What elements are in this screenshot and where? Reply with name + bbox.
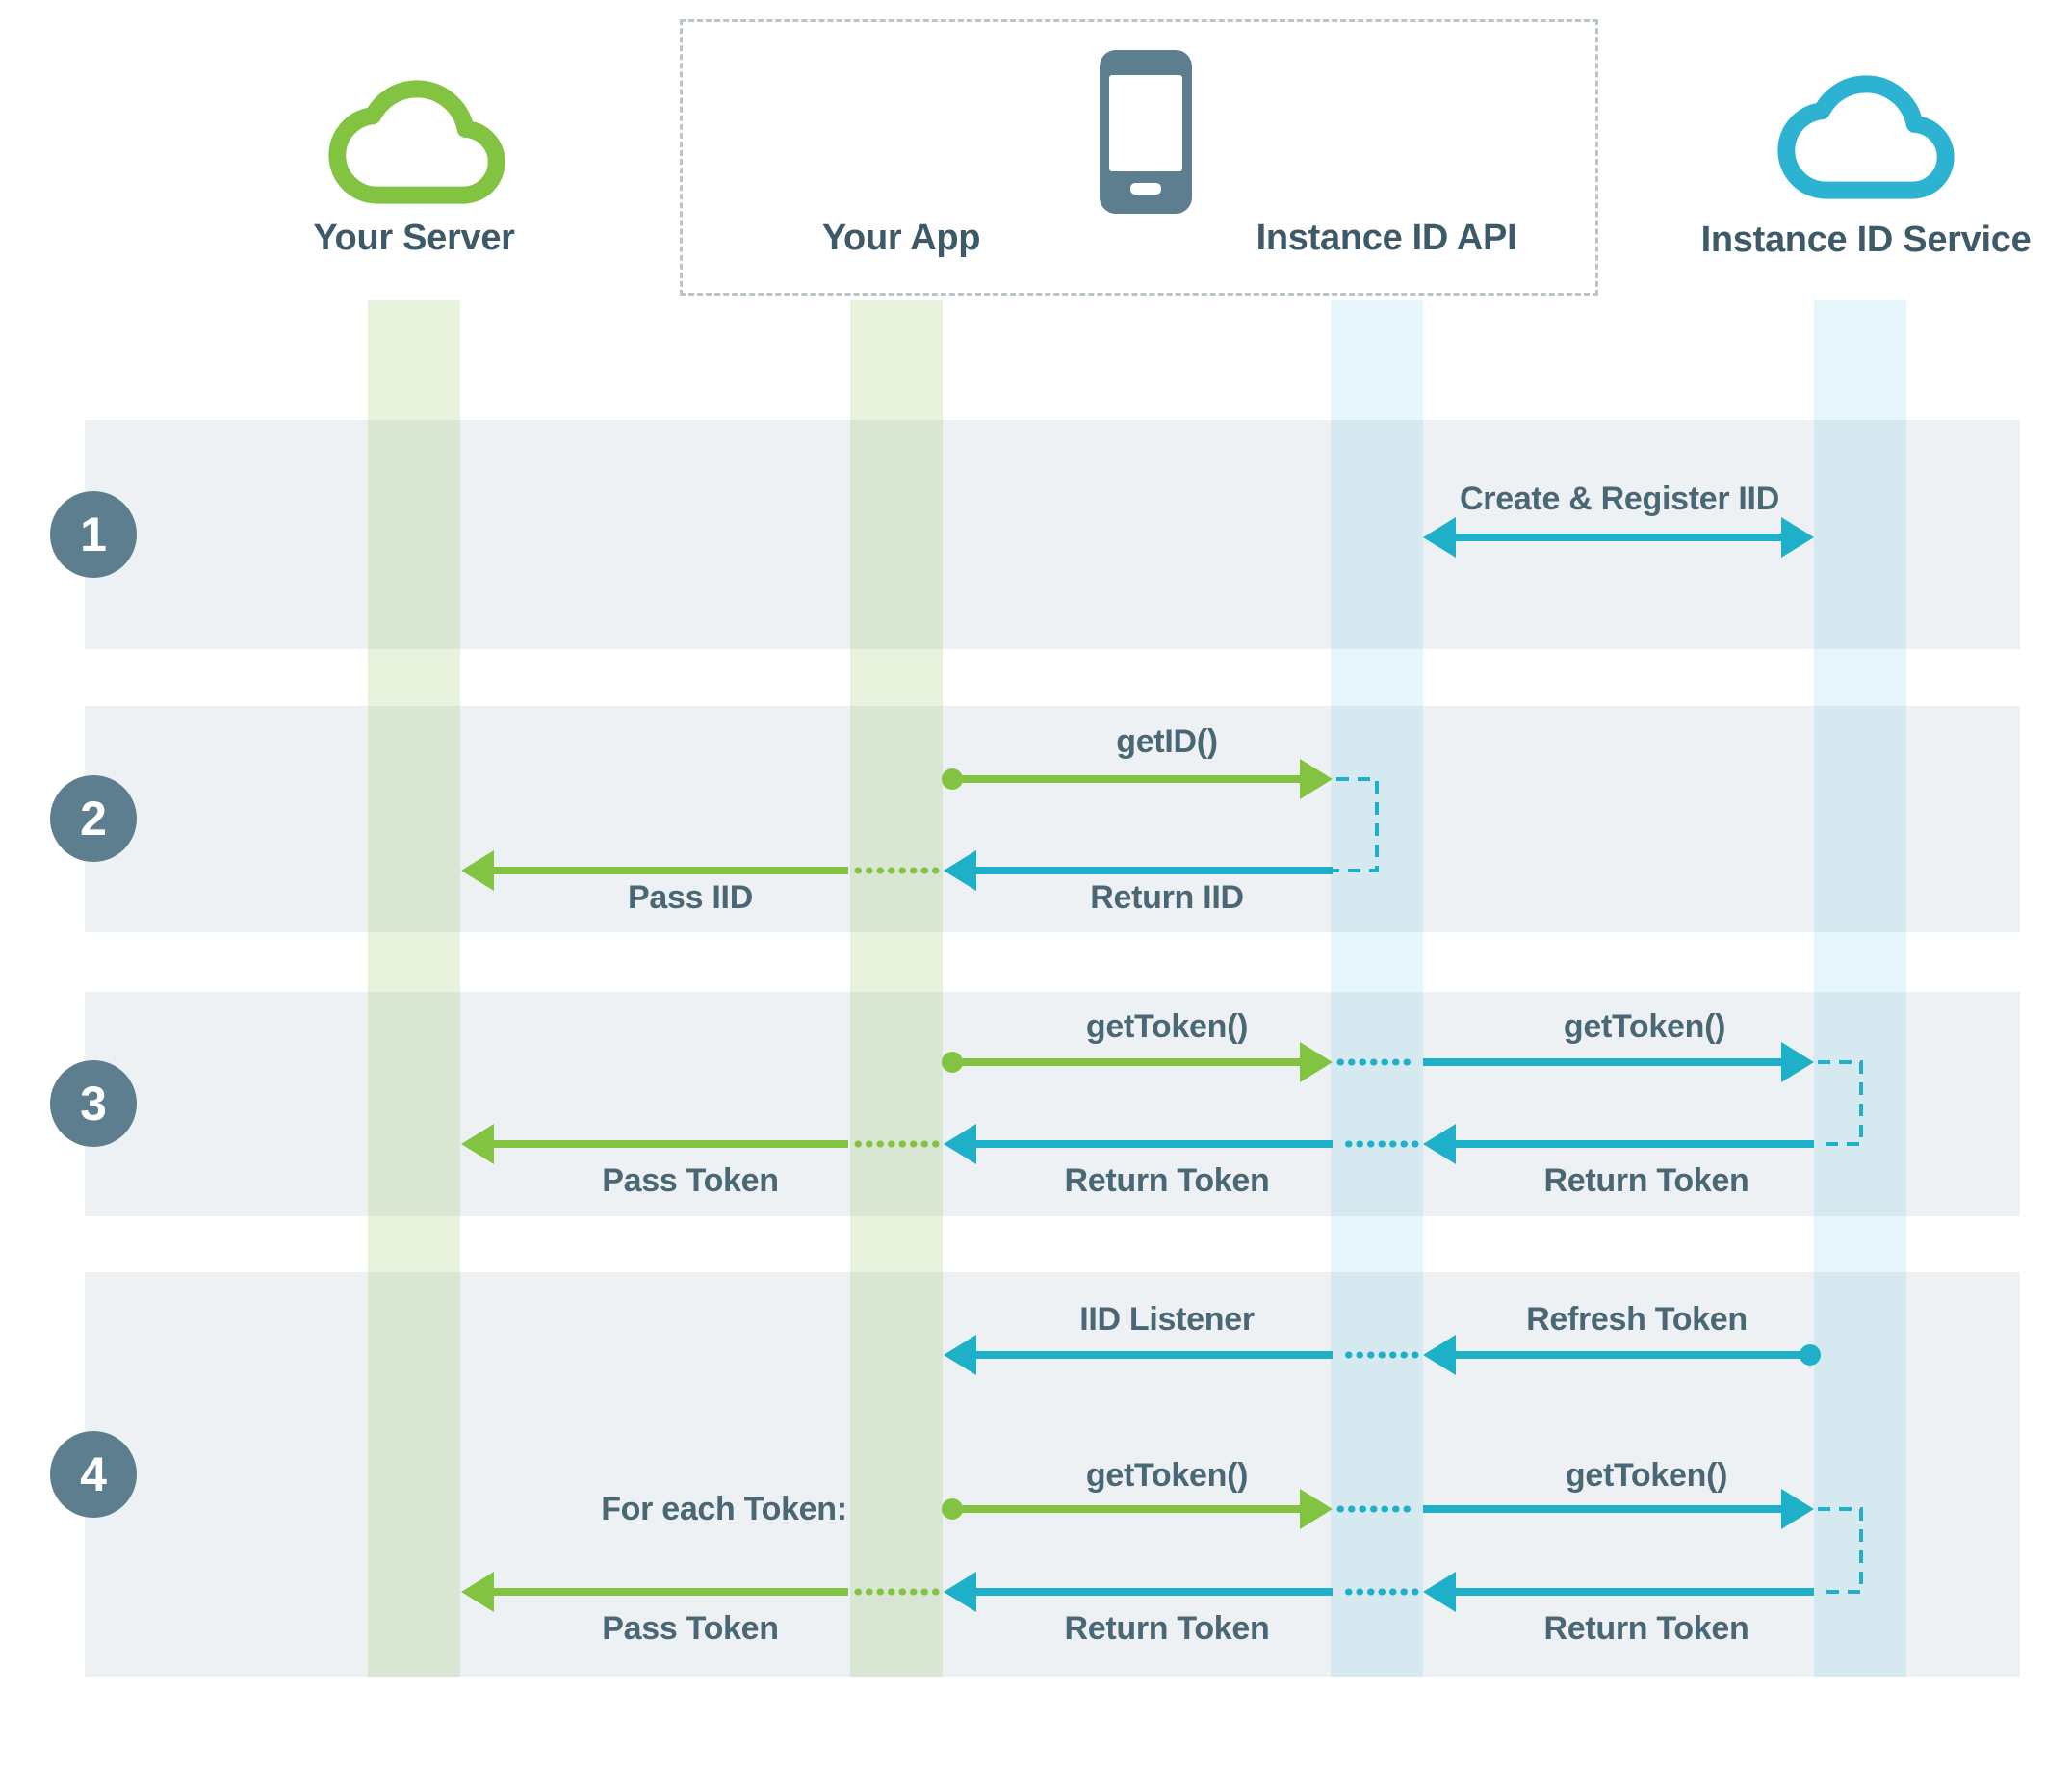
step-number-2: 2: [50, 775, 137, 862]
arrow-get-token-api: [1336, 1042, 1863, 1146]
arrow-iid-listener: [944, 1335, 1333, 1375]
label-for-each-token: For each Token:: [601, 1491, 847, 1527]
label-refresh-token: Refresh Token: [1526, 1301, 1748, 1338]
label-iid-listener: IID Listener: [1079, 1301, 1255, 1338]
lifeline-your-app: [850, 300, 943, 1677]
label-pass-token-2: Pass Token: [602, 1610, 779, 1647]
arrow-create-register-iid: [1423, 517, 1814, 558]
label-return-token-api: Return Token: [1064, 1162, 1270, 1199]
label-get-token-api-2: getToken(): [1565, 1457, 1728, 1494]
step-band-4: [85, 1272, 2020, 1677]
arrow-get-id: [942, 759, 1379, 872]
label-return-token-service-2: Return Token: [1543, 1610, 1749, 1647]
step-number-1: 1: [50, 491, 137, 578]
label-get-id: getID(): [1116, 723, 1218, 760]
arrow-pass-token-2: [461, 1572, 848, 1612]
device-group-box: [680, 19, 1598, 296]
step-band-3: [85, 992, 2020, 1216]
label-get-token-app: getToken(): [1085, 1008, 1249, 1045]
server-cloud-icon: [328, 80, 505, 204]
arrow-return-iid: [853, 850, 1333, 891]
label-pass-iid: Pass IID: [628, 879, 753, 916]
label-return-iid: Return IID: [1090, 879, 1244, 916]
lifeline-your-server: [368, 300, 460, 1677]
arrow-refresh-token: [1334, 1335, 1821, 1375]
arrow-get-token-app-2: [942, 1489, 1333, 1529]
arrow-return-token-api: [853, 1124, 1333, 1164]
arrow-return-token-service: [1334, 1124, 1814, 1164]
arrow-return-token-api-2: [853, 1572, 1333, 1612]
label-pass-token: Pass Token: [602, 1162, 779, 1199]
phone-icon: [1100, 50, 1192, 214]
arrow-get-token-api-2: [1336, 1489, 1863, 1594]
step-band-2: [85, 706, 2020, 932]
label-get-token-api: getToken(): [1563, 1008, 1726, 1045]
arrow-pass-token: [461, 1124, 848, 1164]
label-create-register-iid: Create & Register IID: [1460, 481, 1779, 517]
arrow-get-token-app: [942, 1042, 1333, 1082]
arrow-pass-iid: [461, 850, 848, 891]
participant-instance-id-service: Instance ID Service: [1700, 220, 2032, 260]
step-number-3: 3: [50, 1060, 137, 1147]
service-cloud-icon: [1777, 75, 1955, 199]
label-get-token-app-2: getToken(): [1085, 1457, 1249, 1494]
label-return-token-api-2: Return Token: [1064, 1610, 1270, 1647]
lifeline-instance-id-api: [1331, 300, 1423, 1677]
arrow-return-token-service-2: [1334, 1572, 1814, 1612]
step-number-4: 4: [50, 1431, 137, 1518]
label-return-token-service: Return Token: [1543, 1162, 1749, 1199]
participant-instance-id-api: Instance ID API: [1256, 218, 1517, 258]
participant-your-server: Your Server: [313, 218, 515, 258]
lifeline-instance-id-service: [1814, 300, 1906, 1677]
participant-your-app: Your App: [821, 218, 981, 258]
